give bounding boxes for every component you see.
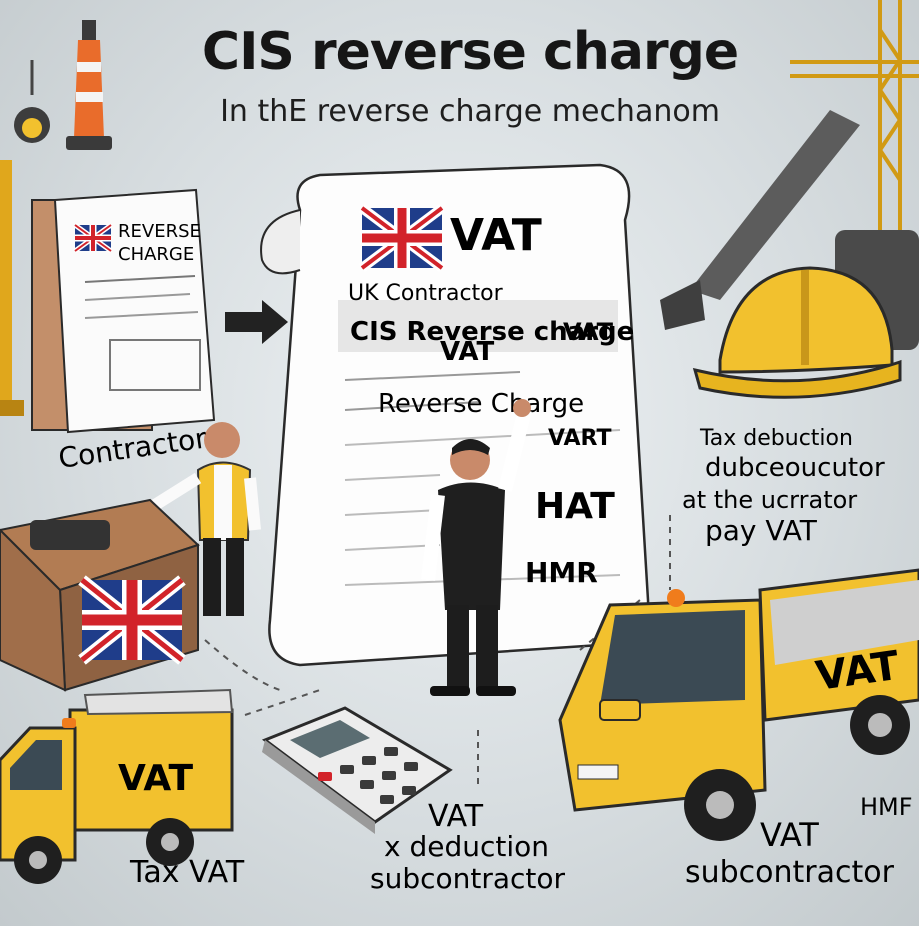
crane-icon xyxy=(0,160,24,416)
small-doc-line2: CHARGE xyxy=(118,244,194,265)
doc-line-vat-left: VAT xyxy=(440,337,494,367)
small-document xyxy=(31,188,216,434)
worker-icon xyxy=(421,399,532,696)
bottom-center-line1: VAT xyxy=(428,799,484,834)
doc-line-contractor: UK Contractor xyxy=(348,281,504,306)
bottom-right-line1: HMF xyxy=(860,793,913,821)
bottom-right-line2: VAT xyxy=(760,816,819,854)
calculator-icon xyxy=(261,706,453,834)
left-truck-label: VAT xyxy=(118,758,193,799)
doc-line-reverse: Reverse Charge xyxy=(378,389,584,419)
flag-icon xyxy=(78,575,186,665)
worker-icon xyxy=(151,422,261,616)
doc-line-vart: VART xyxy=(548,426,612,451)
truck-icon xyxy=(0,688,234,884)
doc-line-hat: HAT xyxy=(535,486,615,527)
doc-line-hmr: HMR xyxy=(525,556,598,589)
doc-line-cis: CIS Reverse charge xyxy=(350,317,634,347)
hard-hat-icon xyxy=(692,266,902,399)
tax-deduction-line3: at the ucrrator xyxy=(682,486,857,514)
bottom-right-line3: subcontractor xyxy=(685,855,895,890)
bottom-left-label: Tax VAT xyxy=(129,855,245,890)
tax-deduction-line2: dubceoucutor xyxy=(705,453,885,483)
lamp-icon xyxy=(14,60,50,143)
large-document xyxy=(260,163,650,667)
bottom-center-line3: subcontractor xyxy=(370,862,566,895)
tax-deduction-line4: pay VAT xyxy=(705,514,818,547)
traffic-cone-icon xyxy=(66,20,112,150)
page-subtitle: In thE reverse charge mechanom xyxy=(220,94,720,129)
page-title: CIS reverse charge xyxy=(201,22,739,82)
arrow-right-icon xyxy=(225,300,288,344)
bottom-center-line2: x deduction xyxy=(384,830,549,863)
tax-deduction-line1: Tax debuction xyxy=(699,426,853,451)
truck-icon xyxy=(558,568,919,841)
doc-heading: VAT xyxy=(450,210,542,261)
small-doc-line1: REVERSE xyxy=(118,221,201,242)
doc-line-vat-right: VAT xyxy=(563,318,614,346)
crane-icon xyxy=(790,0,919,260)
